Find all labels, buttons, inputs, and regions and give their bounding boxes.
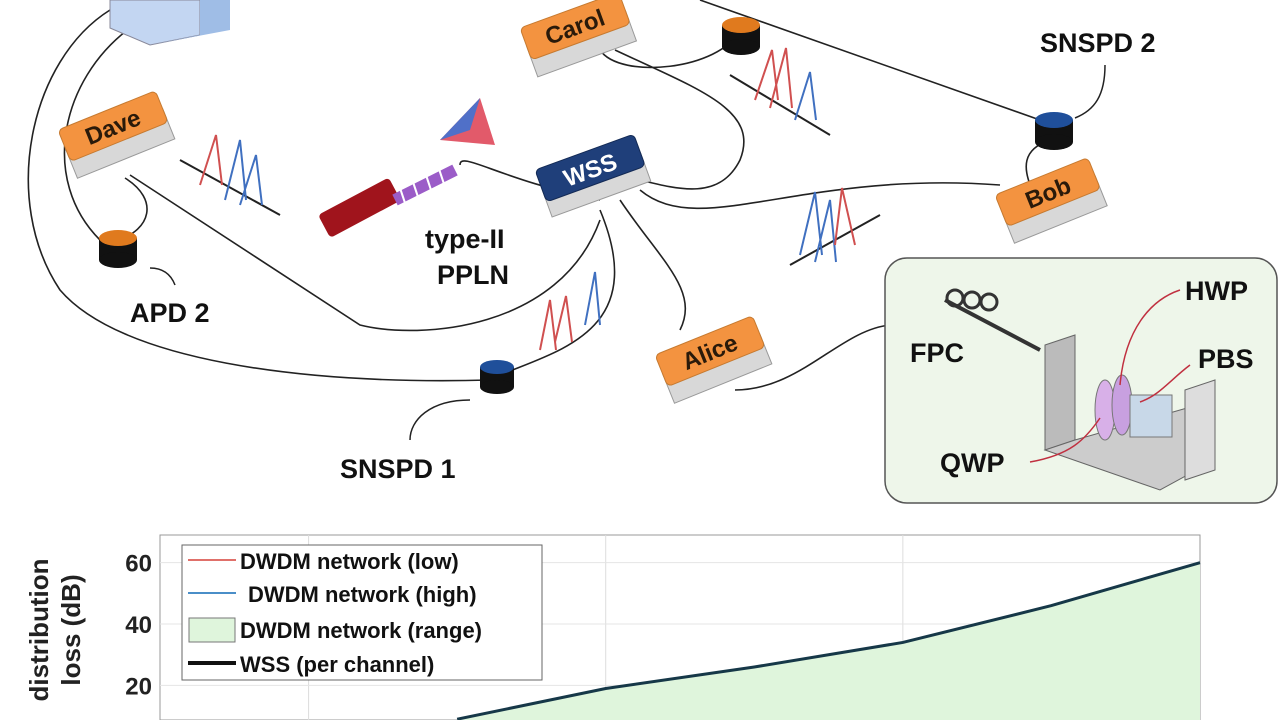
legend: DWDM network (low) DWDM network (high) D…: [181, 544, 543, 681]
node-bob[interactable]: Bob: [995, 158, 1108, 244]
ppln-crystal-icon: [392, 164, 458, 206]
snspd-1-label: SNSPD 1: [340, 454, 456, 484]
qwp-label: QWP: [940, 448, 1005, 478]
fpc-label: FPC: [910, 338, 964, 368]
snspd-2-label: SNSPD 2: [1040, 28, 1156, 58]
ppln-label-line1: type-II: [425, 224, 505, 254]
y-tick-label: 60: [125, 551, 152, 578]
source-box-side: [150, 0, 230, 45]
node-carol[interactable]: Carol: [520, 0, 638, 78]
source-box: [109, 0, 201, 46]
laser-icon: [319, 178, 400, 237]
y-axis-label-line: loss (dB): [56, 574, 86, 685]
y-axis-label: distributionloss (dB): [24, 559, 86, 702]
legend-label-wss: WSS (per channel): [240, 652, 434, 677]
fiber-link: [499, 209, 616, 376]
polarization-analyzer-inset: HWP PBS FPC QWP: [884, 257, 1278, 504]
spectrum-peaks: [179, 47, 881, 351]
ppln-label-line2: PPLN: [437, 260, 509, 290]
fiber-link: [619, 199, 686, 331]
apd-1-icon: [722, 17, 760, 55]
mount-right-icon: [1184, 379, 1216, 481]
label-arrows: [149, 64, 1106, 441]
hwp-icon: [1111, 374, 1133, 436]
apd-2-icon: [99, 230, 137, 268]
peak-blue: [794, 71, 817, 121]
fiber-link: [614, 49, 745, 190]
y-tick-label: 20: [125, 673, 152, 700]
peak-red: [539, 295, 573, 351]
fiber-link: [129, 174, 601, 332]
apd-2-label: APD 2: [130, 298, 210, 328]
legend-swatch-range: [188, 617, 236, 643]
fiber-link: [734, 324, 891, 391]
node-alice[interactable]: Alice: [655, 316, 773, 404]
dwdm-range-area: [457, 562, 1201, 720]
snspd-1-icon: [480, 360, 514, 394]
legend-label-high: DWDM network (high): [248, 582, 477, 607]
legend-label-range: DWDM network (range): [240, 618, 482, 643]
pbs-icon: [1129, 394, 1173, 438]
fiber-link: [699, 0, 1041, 121]
peak-red: [199, 134, 223, 186]
photon-spectrum-blue-icon: [440, 98, 480, 140]
peak-red: [834, 187, 856, 246]
fiber-link: [27, 9, 491, 382]
y-tick-label: 40: [125, 612, 152, 639]
pbs-label: PBS: [1198, 344, 1254, 374]
fiber-link: [639, 182, 1001, 210]
fpc-fiber-icon: [944, 298, 1041, 352]
legend-label-low: DWDM network (low): [240, 549, 459, 574]
node-dave[interactable]: Dave: [58, 91, 176, 179]
spectrum-axis: [179, 159, 281, 216]
wss-series-line: [456, 561, 1201, 720]
hwp-label: HWP: [1185, 276, 1248, 306]
snspd-2-icon: [1035, 112, 1073, 150]
peak-blue: [584, 271, 601, 326]
peak-red: [754, 47, 793, 109]
peak-blue: [224, 139, 263, 206]
node-wss[interactable]: WSS: [535, 134, 652, 218]
spectrum-axis: [729, 74, 831, 136]
mount-left-icon: [1044, 334, 1076, 451]
loss-chart: 20 40 60 distributionloss (dB) DWDM networ…: [24, 534, 1201, 720]
y-axis-label-line: distribution: [24, 559, 54, 702]
y-ticks: 20 40 60: [125, 551, 152, 701]
peak-blue: [799, 191, 837, 263]
